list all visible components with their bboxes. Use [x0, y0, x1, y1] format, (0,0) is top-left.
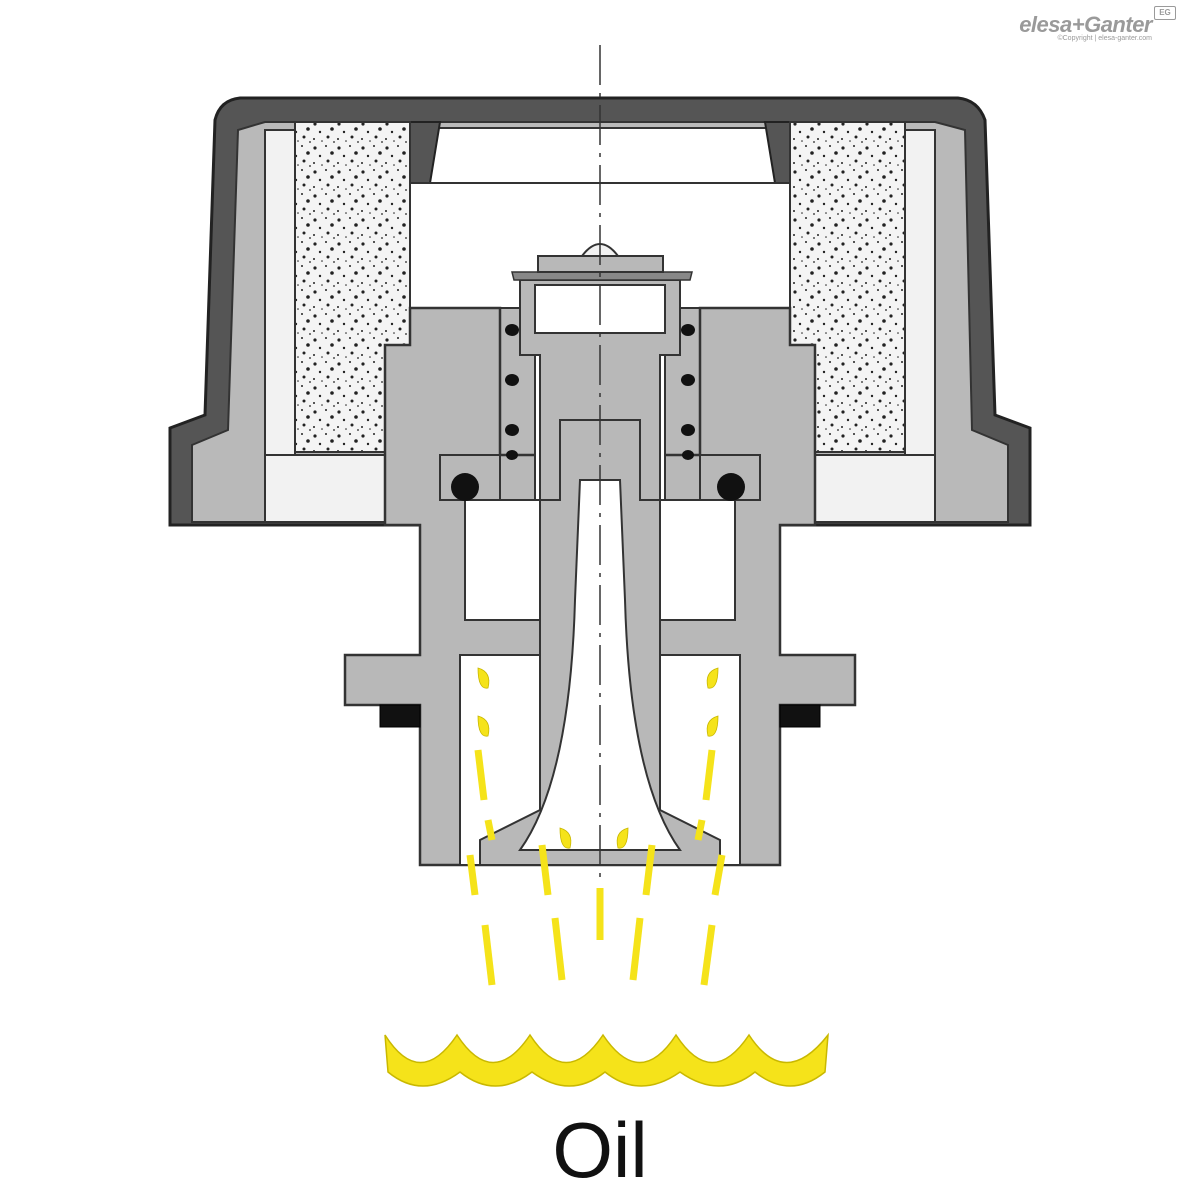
cap-right-channel — [904, 129, 936, 456]
o-ring-right — [717, 473, 745, 501]
brand-logo: elesa+Ganter EG ©Copyright | elesa-gante… — [980, 6, 1180, 46]
oil-surface — [384, 1032, 829, 1087]
cavity-upper-right — [654, 499, 736, 621]
cap-top-window — [429, 127, 776, 184]
cap-bottom-right-void — [814, 454, 936, 523]
cap-bottom-left-void — [264, 454, 386, 523]
brand-logo-text: elesa+Ganter — [1019, 12, 1152, 37]
gasket-right — [779, 704, 821, 728]
cavity-upper-left — [464, 499, 546, 621]
spring — [505, 324, 695, 460]
brand-copyright: ©Copyright | elesa-ganter.com — [1057, 35, 1152, 42]
oil-label: Oil — [552, 1106, 648, 1194]
brand-logo-badge: EG — [1154, 6, 1176, 20]
gasket-left — [379, 704, 421, 728]
valve-plate — [511, 271, 693, 281]
cap-left-channel — [264, 129, 296, 456]
o-ring-left — [451, 473, 479, 501]
oil-streams — [466, 749, 726, 986]
oil-droplets — [477, 667, 719, 849]
